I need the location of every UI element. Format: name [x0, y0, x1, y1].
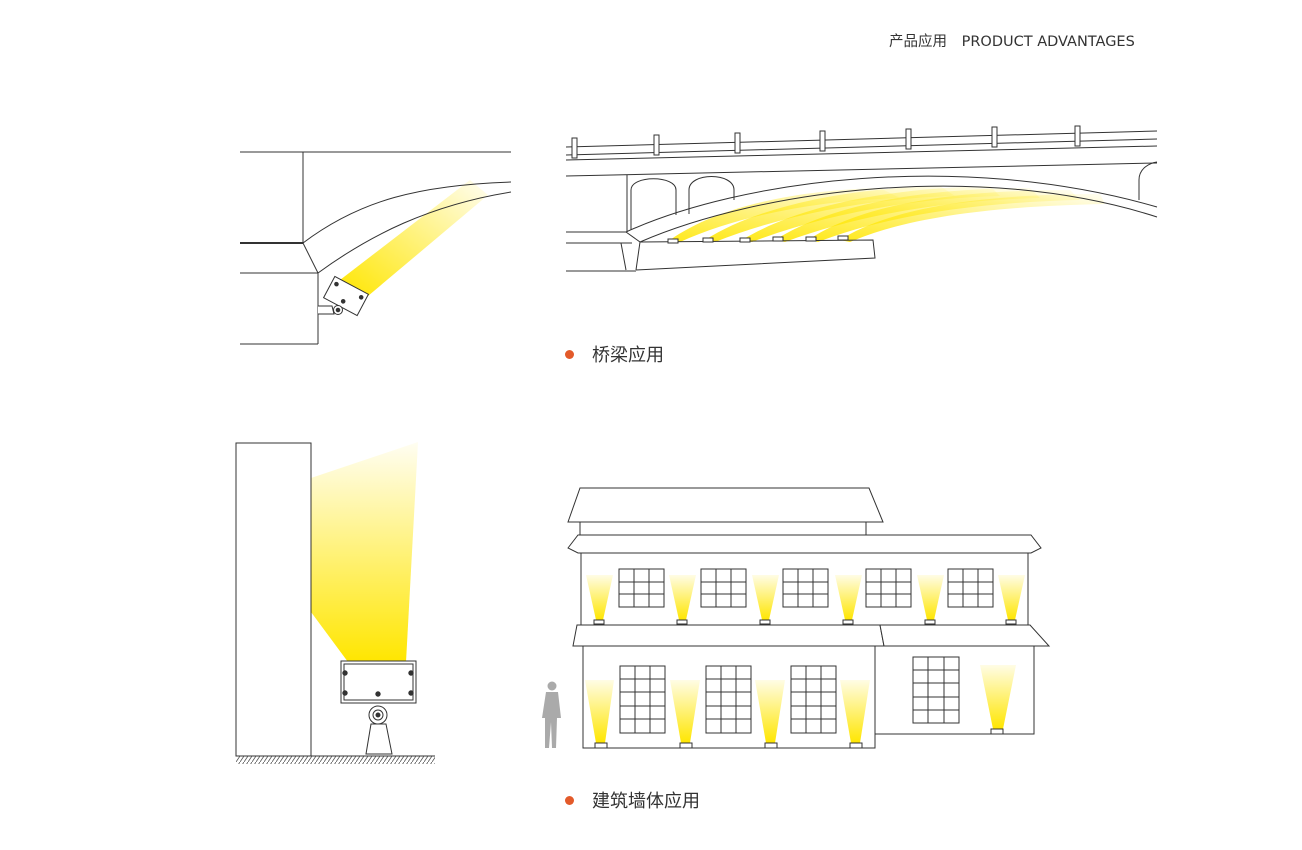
bridge-caption: 桥梁应用	[565, 341, 664, 367]
building-caption: 建筑墙体应用	[565, 787, 700, 813]
building-caption-text: 建筑墙体应用	[592, 791, 700, 812]
wall-uplight-illustration	[235, 442, 435, 764]
header-title-en: PRODUCT ADVANTAGES	[961, 34, 1135, 50]
human-figure	[542, 681, 561, 748]
bullet-dot	[565, 349, 574, 359]
arch-detail-illustration	[240, 151, 512, 345]
page-header: 产品应用 PRODUCT ADVANTAGES	[889, 30, 1135, 51]
bridge-caption-text: 桥梁应用	[592, 345, 664, 366]
bridge-illustration	[565, 125, 1158, 272]
bullet-dot	[565, 795, 574, 805]
header-title-cn: 产品应用	[889, 34, 947, 50]
building-illustration	[542, 487, 1051, 749]
